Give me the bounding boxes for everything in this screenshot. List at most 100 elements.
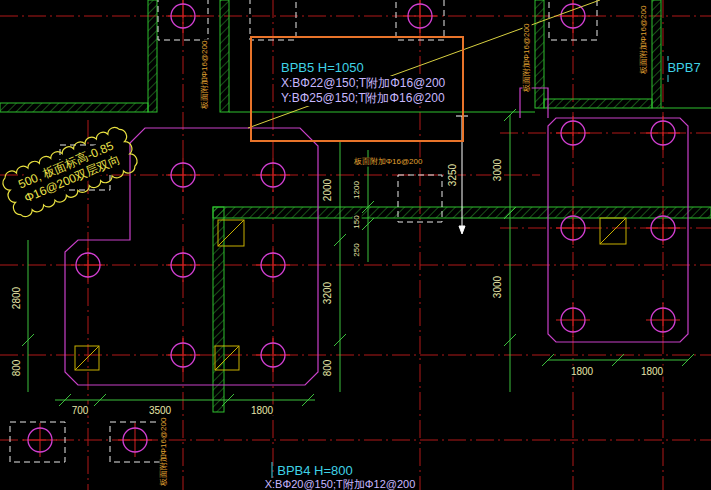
note-heading: BPB5 H=1050 [280,60,365,76]
dimension: 1800 [640,366,664,377]
note-box: BPB5 H=1050X:BΦ22@150;T附加Φ16@200Y:BΦ25@1… [250,36,464,142]
pile [556,303,590,337]
dimension: 800 [11,359,22,378]
dimension-arrow [459,226,465,234]
pile [256,248,290,282]
revision-cloud: 500, 板面标高-0.85Φ16@200双层双向 [0,124,140,220]
member-tag: BPB4 H=800 [276,464,354,478]
pile [256,158,290,192]
dimension-tick [504,334,516,346]
dimension-tick [334,234,346,246]
dimension-line [340,140,341,392]
dimension-tick [302,394,314,406]
pile [118,423,152,457]
pile-cap [548,118,688,342]
dimension: 1200 [353,180,362,200]
dimension: 1800 [570,366,594,377]
pile [646,116,680,150]
note-text: Y:BΦ25@150;T附加Φ16@200 [280,91,446,106]
rebar-note: 板面附加Φ16@200 [160,417,169,488]
dimension-tick [22,334,34,346]
column-hatch [600,218,626,244]
pile [71,248,105,282]
column-outlines [10,0,597,462]
pile [166,0,200,33]
column-outline [250,0,296,40]
piles [23,0,680,457]
rebar-note: 板面附加Φ16@200 [523,23,532,94]
wall [0,103,148,112]
pile [556,211,590,245]
column-hatch [75,346,99,370]
column [215,346,239,370]
dimension: 3000 [492,275,503,299]
column-outline [549,0,597,40]
dimension: 150 [353,214,362,229]
note-text: X:BΦ22@150;T附加Φ16@200 [280,76,446,91]
level-dimension [456,116,468,234]
walls [0,0,711,412]
axis-line [183,0,184,490]
wall [544,99,652,108]
member-tag: BPB7 [666,61,701,75]
dimension-line [55,400,315,401]
dimension: 3000 [492,158,503,182]
column-outline [110,422,165,462]
dimension: 800 [322,359,333,378]
pile [23,423,57,457]
dimension: 250 [353,242,362,257]
dimension-tick [542,354,554,366]
dimension-tick [334,334,346,346]
axis-line [0,16,711,17]
pile-caps [65,88,688,385]
column-outline [396,0,444,40]
dimension-tick [612,354,624,366]
rebar-note: 板面附加Φ16@200 [353,158,424,167]
pile [646,211,680,245]
pile [166,158,200,192]
dimension-tick [682,354,694,366]
column [218,220,244,246]
pile [556,116,590,150]
dimension: 3250 [447,163,458,187]
dimension-line [510,115,511,392]
dimension-tick [362,218,374,230]
dimension-tick [362,201,374,213]
dimension-tick [59,394,71,406]
axis-line [0,440,711,441]
rebar-note: 板面附加Φ16@200 [640,5,649,76]
dimension-tick [94,394,106,406]
wall [220,0,229,112]
columns [75,218,626,370]
dimension-lines [22,109,694,406]
pile [166,338,200,372]
rebar-note: X:BΦ20@150;T附加Φ12@200 [264,478,417,490]
column [75,346,99,370]
dimension: 700 [71,405,90,416]
dimension: 3500 [148,405,172,416]
dimension: 1800 [250,405,274,416]
dimension-tick [456,116,468,117]
dimension-tick [222,394,234,406]
pile [256,338,290,372]
slab-edge [661,108,711,109]
pile [556,0,590,33]
wall [652,0,661,108]
column [600,218,626,244]
dimension: 2000 [322,178,333,202]
dimension: 2800 [11,286,22,310]
column-outline [398,175,442,222]
cloud-outline-path [0,124,141,221]
column-outline [10,422,65,462]
wall [535,0,544,108]
axis-line [273,0,274,490]
rebar-note: 板面附加Φ16@200 [201,40,210,111]
dimension-line [28,240,29,392]
leader-line [248,0,600,128]
column-hatch [215,346,239,370]
axis-line [0,265,711,266]
axis-line [420,0,421,490]
dimension: 3200 [322,281,333,305]
